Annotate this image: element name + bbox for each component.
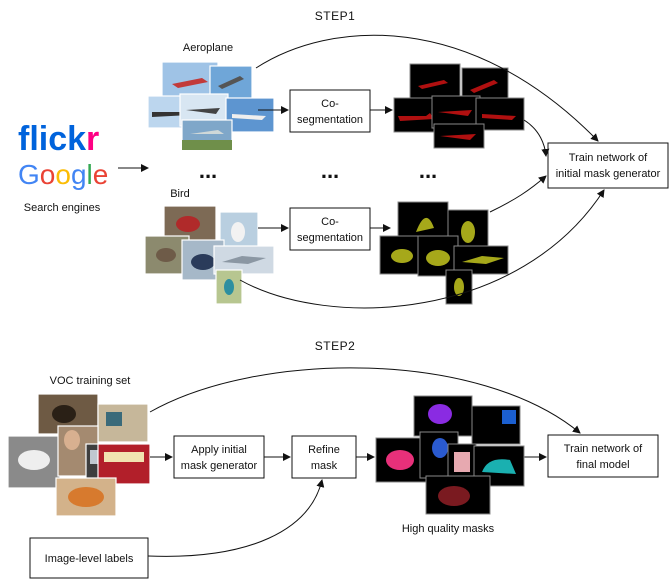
coseg-box-top: Co- segmentation — [289, 89, 371, 133]
coseg-box-bottom: Co- segmentation — [289, 207, 371, 251]
voc-training-set-label: VOC training set — [50, 375, 131, 387]
svg-text:initial mask generator: initial mask generator — [556, 168, 661, 180]
plane-masks-collage — [393, 63, 525, 149]
svg-text:Image-level labels: Image-level labels — [45, 553, 134, 565]
labels-to-refine-arrow — [147, 479, 325, 557]
class-aeroplane-label: Aeroplane — [183, 42, 233, 54]
bird-image-collage — [144, 205, 275, 305]
step2-title: STEP2 — [315, 339, 356, 353]
voc-to-final-train-arrow — [149, 367, 581, 434]
train-initial-mask-generator-box: Train network of initial mask generator — [547, 142, 669, 189]
search-engines-label: Search engines — [24, 202, 101, 214]
aeroplane-images-to-train-arrow — [255, 34, 599, 142]
ellipsis-masks: ... — [419, 158, 437, 183]
image-level-labels-box: Image-level labels — [29, 537, 149, 579]
svg-text:Co-: Co- — [321, 216, 339, 228]
svg-text:segmentation: segmentation — [297, 232, 363, 244]
svg-text:Refine: Refine — [308, 444, 340, 456]
svg-text:final model: final model — [576, 459, 629, 471]
step1-title: STEP1 — [315, 9, 356, 23]
svg-text:Train network of: Train network of — [569, 152, 648, 164]
svg-text:segmentation: segmentation — [297, 114, 363, 126]
google-logo: Google — [18, 159, 108, 190]
train-final-model-box: Train network of final model — [547, 434, 659, 478]
svg-text:Apply initial: Apply initial — [191, 444, 247, 456]
ellipsis-images: ... — [199, 158, 217, 183]
svg-text:mask: mask — [311, 460, 338, 472]
ellipsis-coseg: ... — [321, 158, 339, 183]
refine-mask-box: Refine mask — [291, 435, 357, 479]
apply-initial-mask-generator-box: Apply initial mask generator — [173, 435, 265, 479]
svg-text:mask generator: mask generator — [181, 460, 258, 472]
bird-masks-to-train-arrow — [489, 175, 547, 213]
svg-text:Co-: Co- — [321, 98, 339, 110]
high-quality-masks-collage — [375, 395, 525, 515]
svg-text:Train network of: Train network of — [564, 443, 643, 455]
plane-masks-to-train-arrow — [523, 119, 550, 157]
aeroplane-image-collage — [147, 61, 275, 151]
class-bird-label: Bird — [170, 188, 190, 200]
high-quality-masks-label: High quality masks — [402, 523, 495, 535]
voc-image-collage — [7, 393, 151, 517]
flickr-logo: flickr — [18, 120, 99, 158]
bird-masks-collage — [379, 201, 509, 305]
bird-images-to-train-arrow — [239, 189, 605, 309]
